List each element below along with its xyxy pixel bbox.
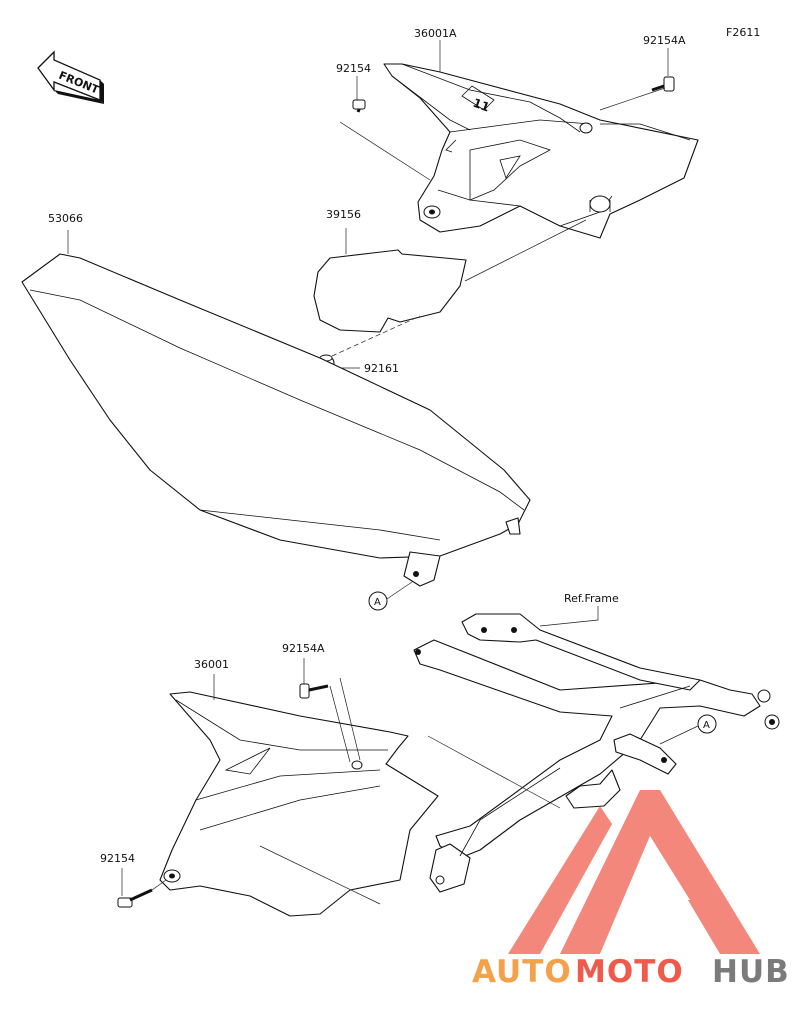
label-36001: 36001 [194,658,229,671]
bolt-92154A-left [299,683,329,699]
svg-text:A: A [703,720,710,731]
figure-code: F2611 [726,26,760,39]
rear-frame [413,613,780,893]
side-cover-right: 11 [383,63,699,239]
label-36001A: 36001A [414,27,457,40]
label-92154A-left: 92154A [282,642,325,655]
svg-text:MOTO: MOTO [575,954,684,990]
svg-text:11: 11 [471,96,491,115]
label-92154-left: 92154 [100,852,135,865]
marker-a-frame: A [697,714,717,734]
marker-a-seat: A [368,591,388,611]
bolt-92154-left [117,888,153,908]
label-ref-frame: Ref.Frame [564,592,619,605]
label-53066: 53066 [48,212,83,225]
svg-text:A: A [374,597,381,608]
label-92154-right: 92154 [336,62,371,75]
automotohub-logo-icon [508,790,760,954]
label-92154A-right: 92154A [643,34,686,47]
side-cover-left [159,691,439,917]
label-39156: 39156 [326,208,361,221]
automotohub-watermark: AUTO MOTO HUB [472,954,790,990]
pad-39156 [313,249,467,333]
label-92161: 92161 [364,362,399,375]
seat-53066 [21,253,531,587]
svg-text:AUTO: AUTO [472,954,572,990]
svg-text:HUB: HUB [712,954,790,990]
bolt-92154-right [352,99,366,113]
bolt-92154A-right [651,76,675,92]
front-arrow-icon: FRONT [37,50,104,104]
